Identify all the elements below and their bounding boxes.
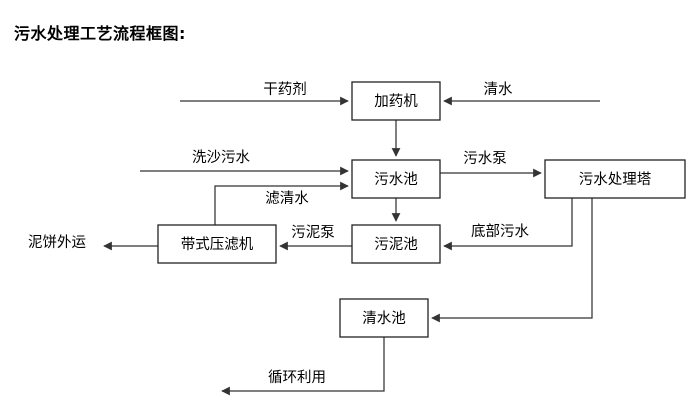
node-clear-water-pool-label: 清水池 (362, 310, 406, 327)
io-label-dry-reagent: 干药剂 (263, 81, 307, 98)
edge-label-sewage-pump: 污水泵 (463, 150, 507, 167)
node-sewage-pool[interactable]: 污水池 (351, 159, 441, 199)
edge-label-filtrate: 滤清水 (265, 190, 309, 207)
io-label-mud-cake-out: 泥饼外运 (28, 234, 86, 251)
node-treatment-tower-label: 污水处理塔 (579, 171, 652, 188)
edge-clear-pool-recycle (221, 337, 385, 396)
node-belt-filter-press[interactable]: 带式压滤机 (157, 224, 277, 264)
io-label-clean-water: 清水 (484, 81, 513, 98)
node-dosing-machine-label: 加药机 (374, 93, 418, 110)
page-title: 污水处理工艺流程框图: (14, 24, 186, 43)
node-sludge-pool-label: 污泥池 (374, 236, 418, 253)
io-label-wash-sand-sewage: 洗沙污水 (192, 149, 250, 166)
edge-tower-to-clear-pool (431, 198, 593, 323)
node-belt-filter-press-label: 带式压滤机 (181, 236, 254, 253)
node-treatment-tower[interactable]: 污水处理塔 (544, 159, 686, 199)
edge-filtrate-to-sewage-pool (214, 181, 349, 225)
edge-label-sludge-pump: 污泥泵 (291, 224, 335, 241)
edge-label-bottom-sewage: 底部污水 (471, 223, 529, 240)
node-dosing-machine[interactable]: 加药机 (351, 81, 441, 121)
edge-tower-to-sludge-pool (443, 198, 573, 251)
node-sewage-pool-label: 污水池 (374, 171, 418, 188)
edge-label-recycle-use: 循环利用 (268, 369, 326, 386)
node-clear-water-pool[interactable]: 清水池 (339, 298, 429, 338)
node-sludge-pool[interactable]: 污泥池 (351, 224, 441, 264)
